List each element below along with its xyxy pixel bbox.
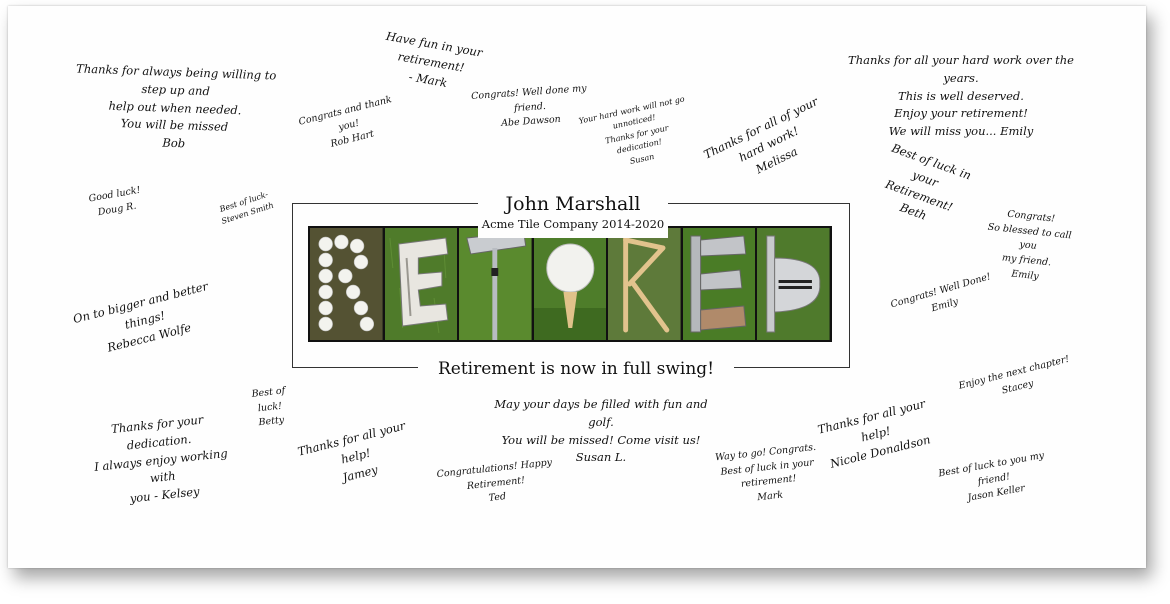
letter-art-photos: [308, 226, 832, 342]
signature-bob: Thanks for always being willing to step …: [75, 61, 277, 151]
signature-abe-dawson: Congrats! Well done my friend. Abe Dawso…: [470, 83, 587, 130]
golf-ball-tee-icon: [533, 228, 607, 340]
photo-tile-putter: [757, 228, 831, 340]
company-years: Acme Tile Company 2014-2020: [481, 217, 665, 231]
iron-heads-icon: [682, 228, 756, 340]
photo-tile-ball-on-tee: [533, 228, 607, 340]
signature-jamey: Thanks for all your help! Jamey: [296, 418, 407, 485]
signature-rebecca-wolfe: On to bigger and better things! Rebecca …: [71, 279, 210, 355]
putter-icon: [757, 228, 831, 340]
signature-jason-keller: Best of luck to you my friend! Jason Kel…: [937, 450, 1045, 505]
photo-tile-iron-heads: [682, 228, 756, 340]
tagline: Retirement is now in full swing!: [437, 359, 715, 379]
photo-tile-irons: [459, 228, 532, 340]
signature-melissa: Thanks for all of your hard work! Meliss…: [701, 94, 821, 176]
signature-mark-fun: Have fun in your retirement! - Mark: [384, 28, 484, 90]
signature-board: Thanks for always being willing to step …: [8, 6, 1146, 568]
signature-betty: Best of luck! Betty: [251, 385, 286, 429]
signature-rob-hart: Congrats and thank you! Rob Hart: [297, 94, 393, 151]
signature-susan: Your hard work will not go unnoticed! Th…: [577, 94, 686, 166]
signature-stacey: Enjoy the next chapter! Stacey: [957, 353, 1071, 397]
signature-steven-smith: Best of luck- Steven Smith: [218, 189, 275, 227]
iron-club-icon: [459, 228, 532, 340]
signature-kelsey: Thanks for your dedication. I always enj…: [93, 412, 229, 506]
title-box: John Marshall Acme Tile Company 2014-202…: [478, 192, 668, 238]
signature-nicole-donaldson: Thanks for all your help! Nicole Donalds…: [816, 396, 932, 471]
tagline-box: Retirement is now in full swing!: [418, 356, 734, 382]
photo-tile-golf-glove: [384, 228, 458, 340]
signature-susan-l: May your days be filled with fun and gol…: [494, 397, 708, 465]
signature-emily-done: Congrats! Well Done! Emily: [889, 271, 993, 315]
signature-ted: Congratulations! Happy Retirement! Ted: [436, 457, 553, 505]
golf-glove-icon: [384, 228, 458, 340]
signature-beth: Best of luck in your Retirement! Beth: [883, 140, 974, 224]
photo-tile-tees: [608, 228, 681, 340]
wooden-tee-icon: [608, 228, 681, 340]
retiree-name: John Marshall: [505, 193, 641, 215]
golf-balls-icon: [310, 228, 383, 340]
photo-tile-golf-balls: [310, 228, 383, 340]
signature-doug: Good luck! Doug R.: [87, 184, 142, 218]
signature-emily-years: Thanks for all your hard work over the y…: [848, 53, 1074, 139]
